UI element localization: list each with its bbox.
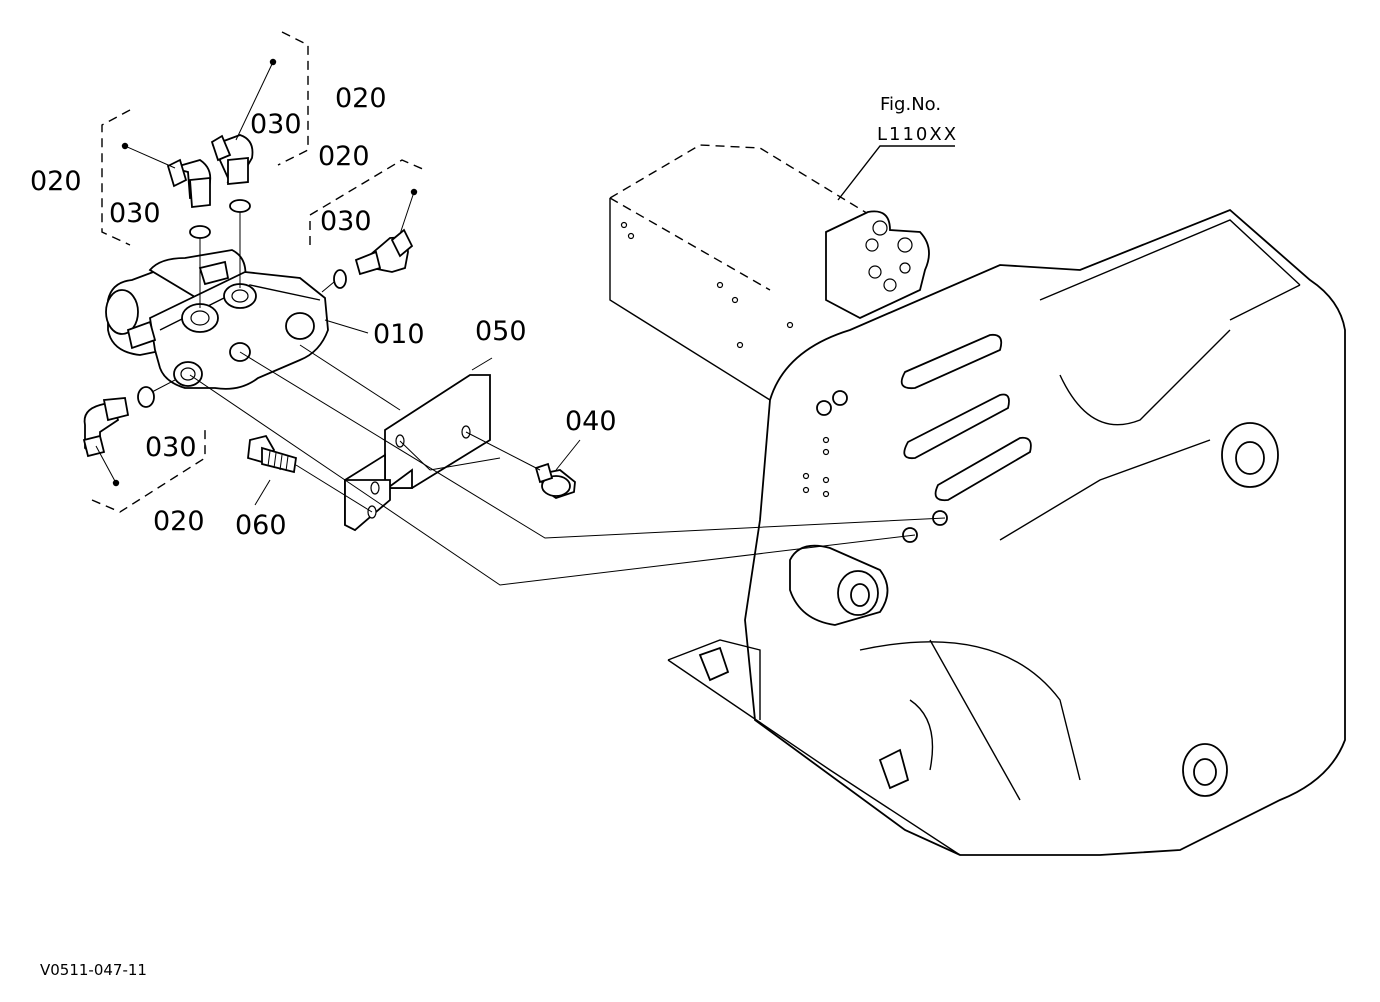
- assembly-lines: [189, 319, 946, 586]
- figure-reference: Fig.No. L110XX: [877, 94, 958, 145]
- elbow-fittings: [82, 58, 418, 487]
- callout-010: 010: [373, 319, 425, 350]
- callout-labels: 010 020 020 020 020 030 030 030 030 040 …: [30, 83, 617, 541]
- callout-030-left: 030: [109, 198, 161, 229]
- callout-030-top: 030: [250, 109, 302, 140]
- bolts: [247, 434, 576, 499]
- callout-060: 060: [235, 510, 287, 541]
- drawing-code: V0511-047-11: [40, 961, 147, 979]
- loader-frame: [609, 144, 1346, 856]
- fig-no-label: Fig.No.: [880, 94, 941, 115]
- callout-020-right: 020: [318, 141, 370, 172]
- solenoid-valve-assembly: [105, 249, 329, 390]
- fig-leader-line: [837, 145, 955, 201]
- mounting-bracket: [344, 374, 491, 532]
- callout-020-bottom: 020: [153, 506, 205, 537]
- callout-050: 050: [475, 316, 527, 347]
- callout-030-bottom: 030: [145, 432, 197, 463]
- callout-040: 040: [565, 406, 617, 437]
- grouping-brackets: [91, 31, 426, 513]
- callout-020-top: 020: [335, 83, 387, 114]
- fig-no-value: L110XX: [877, 124, 958, 145]
- callout-020-left: 020: [30, 166, 82, 197]
- callout-030-right: 030: [320, 206, 372, 237]
